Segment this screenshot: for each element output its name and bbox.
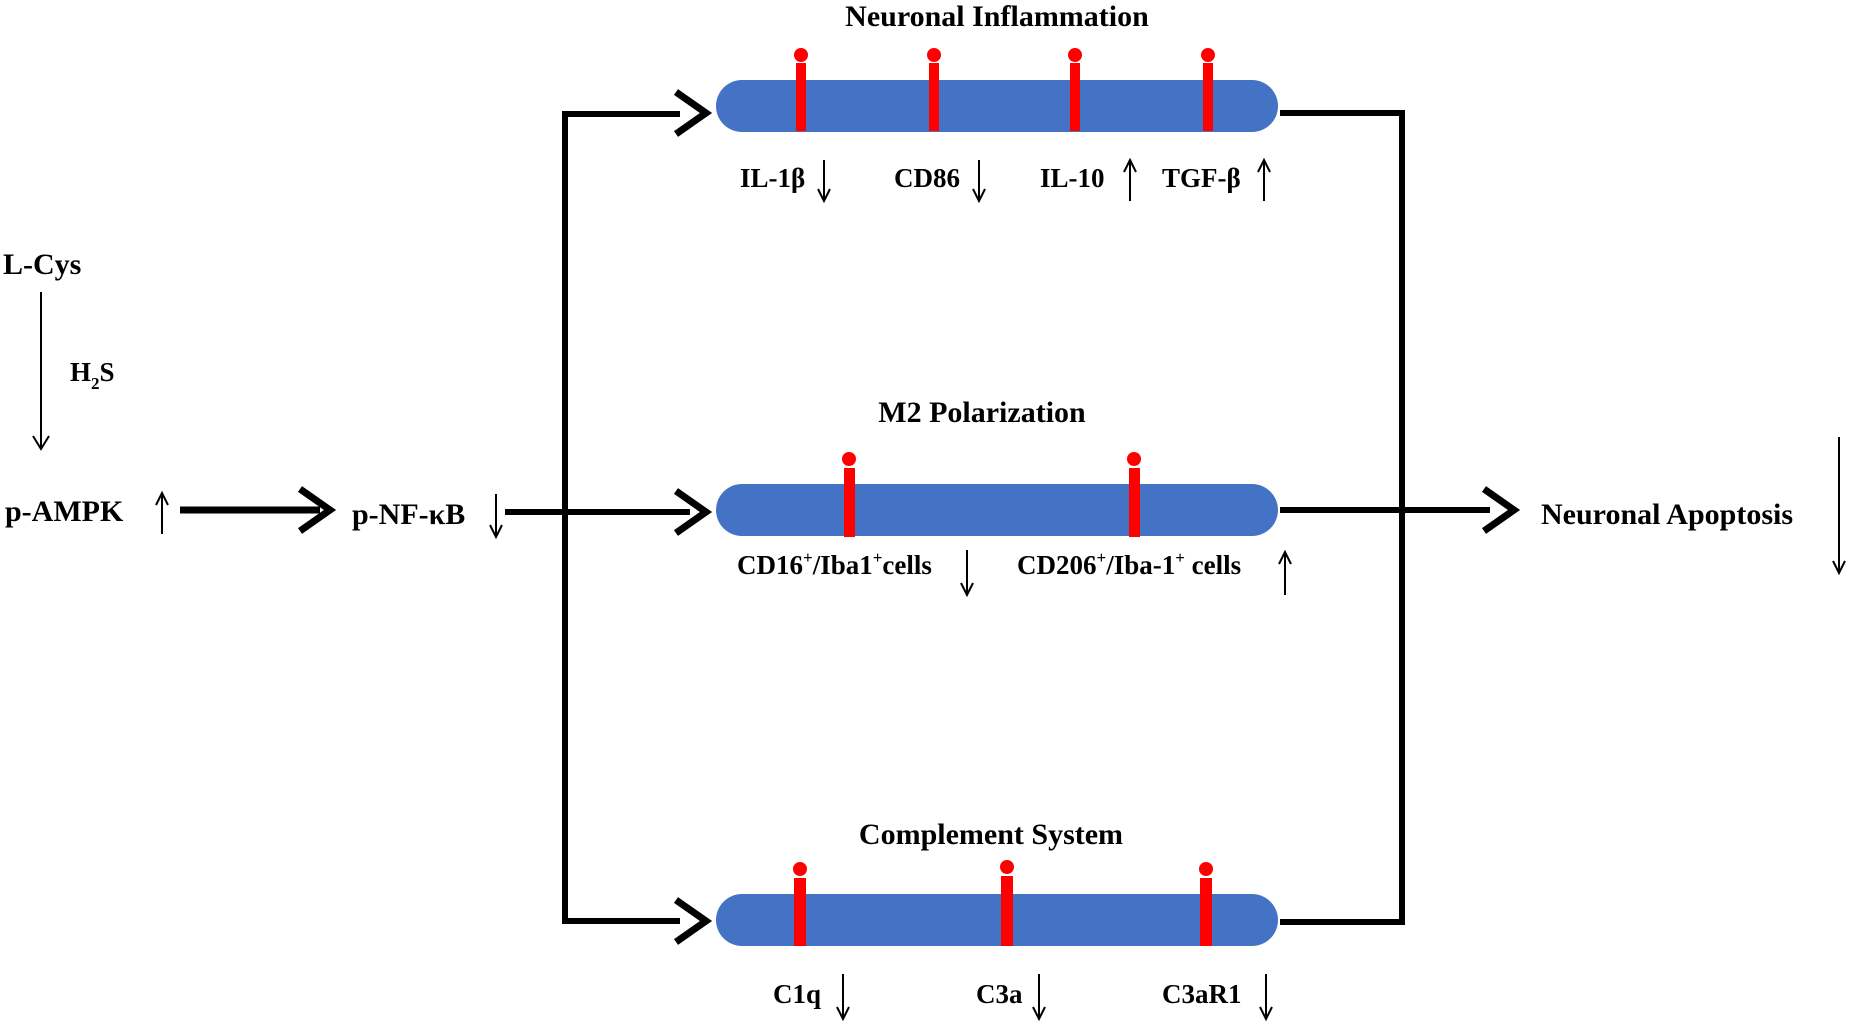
marker-il1b: IL-1β xyxy=(740,163,805,193)
marker-pins-neuronal-inflammation xyxy=(794,48,1215,131)
arrowheads-to-bars xyxy=(673,89,713,945)
pathway-title-neuronal-inflammation: Neuronal Inflammation xyxy=(845,0,1149,33)
pathway-title-m2-polarization: M2 Polarization xyxy=(878,396,1086,429)
il1b-down-arrow-icon xyxy=(817,160,831,204)
pampk-up-arrow-icon xyxy=(155,490,169,534)
lcys-label: L-Cys xyxy=(3,248,81,281)
marker-cd16-iba1-cells: CD16+/Iba1+cells xyxy=(737,548,932,580)
cd206-up-arrow-icon xyxy=(1278,549,1292,595)
marker-cd206-iba1-cells: CD206+/Iba-1+ cells xyxy=(1017,548,1241,580)
pathway-bar-m2-polarization xyxy=(716,484,1278,536)
marker-pins-m2-polarization xyxy=(842,452,1141,537)
marker-pins-complement-system xyxy=(793,860,1213,946)
pathway-bar-complement-system xyxy=(716,894,1278,946)
cd86-down-arrow-icon xyxy=(972,160,986,204)
il10-up-arrow-icon xyxy=(1123,157,1137,201)
pnfkb-label: p-NF-κB xyxy=(352,498,465,531)
cd16-down-arrow-icon xyxy=(960,550,974,598)
pathway-bar-neuronal-inflammation xyxy=(716,80,1278,132)
marker-il10: IL-10 xyxy=(1040,163,1105,193)
marker-tgfb: TGF-β xyxy=(1162,163,1241,193)
c3a-down-arrow-icon xyxy=(1032,974,1046,1022)
marker-c3a: C3a xyxy=(976,979,1023,1009)
tgfb-up-arrow-icon xyxy=(1257,157,1271,201)
marker-c3ar1: C3aR1 xyxy=(1162,979,1242,1009)
arrowhead-to-outcome xyxy=(1481,486,1521,534)
pampk-to-pnfkb-arrow xyxy=(180,486,337,534)
outcome-label: Neuronal Apoptosis xyxy=(1541,498,1793,531)
h2s-label: H2S xyxy=(70,357,115,393)
c3ar1-down-arrow-icon xyxy=(1259,974,1273,1022)
marker-c1q: C1q xyxy=(773,979,821,1009)
pnfkb-down-arrow-icon xyxy=(489,494,503,540)
branch-connector xyxy=(505,111,690,924)
pathway-title-complement-system: Complement System xyxy=(859,818,1123,851)
c1q-down-arrow-icon xyxy=(836,974,850,1022)
outcome-down-arrow-icon xyxy=(1832,437,1846,576)
lcys-arrowhead xyxy=(32,435,50,451)
marker-cd86: CD86 xyxy=(894,163,960,193)
merge-connector xyxy=(1280,110,1490,925)
pampk-label: p-AMPK xyxy=(5,495,124,528)
